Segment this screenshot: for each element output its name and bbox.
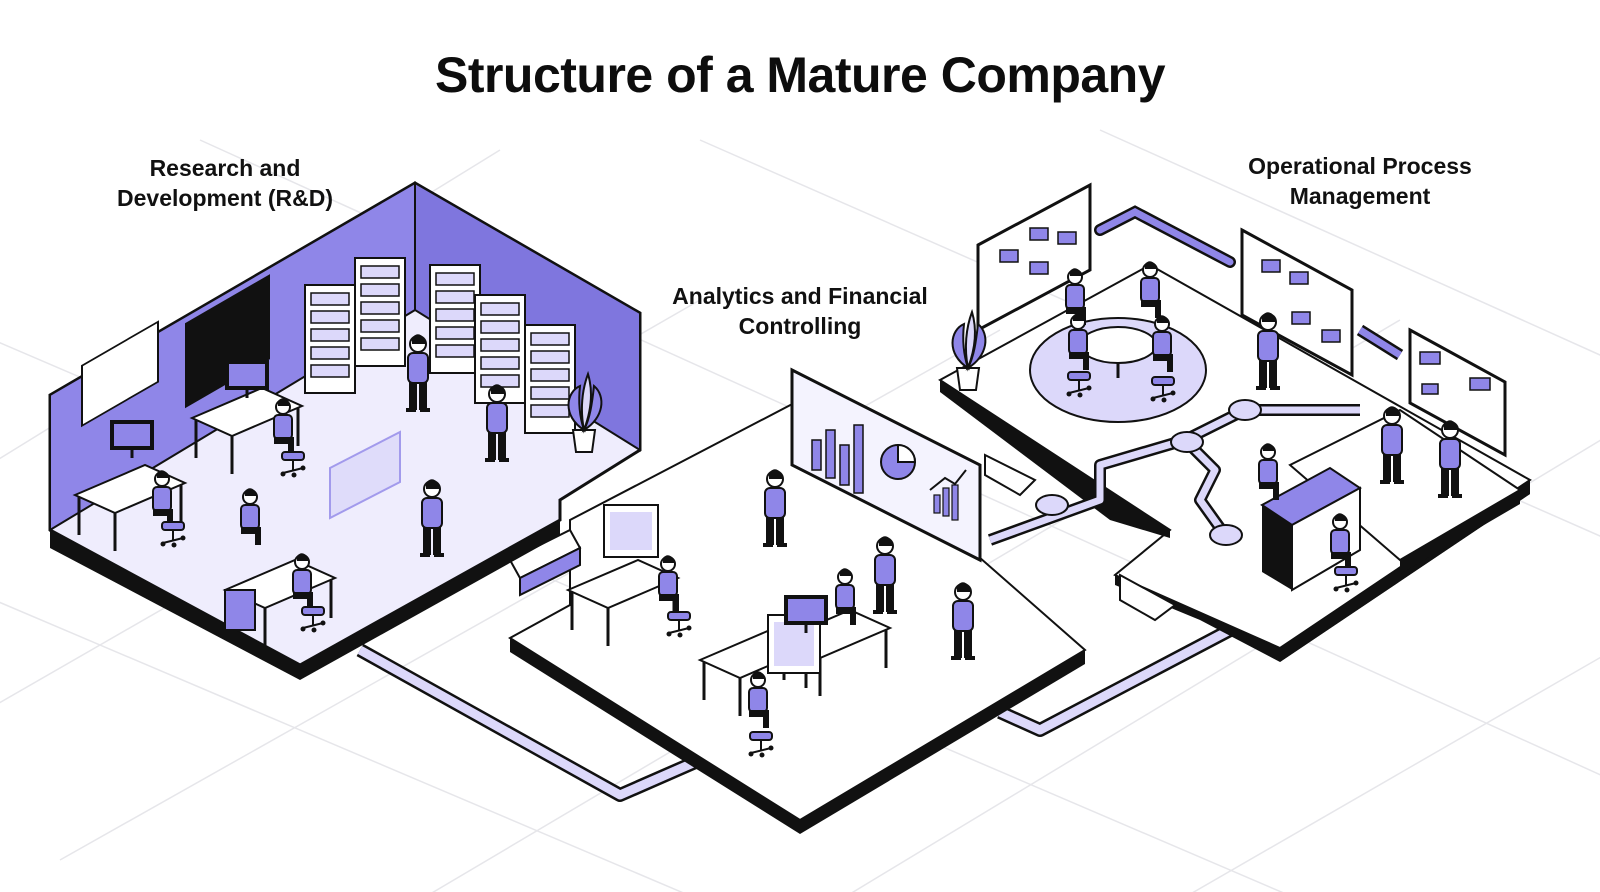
connection-paths — [356, 623, 1234, 802]
pie-chart-icon — [880, 443, 917, 480]
zone-label-operations-line2: Management — [1289, 183, 1431, 209]
trend-chart-icon — [929, 469, 967, 521]
zone-label-analytics-line2: Controlling — [738, 313, 862, 339]
zone-label-analytics: Analytics and Financial Controlling — [630, 281, 970, 341]
zone-label-operations-line1: Operational Process — [1248, 153, 1472, 179]
zone-label-operations: Operational Process Management — [1205, 151, 1515, 211]
zone-label-rd: Research and Development (R&D) — [80, 153, 370, 213]
rd-room — [48, 181, 642, 680]
zone-label-rd-line2: Development (R&D) — [117, 185, 333, 211]
operations-content — [951, 182, 1507, 594]
bar-chart-icon — [811, 424, 864, 494]
zone-label-analytics-line1: Analytics and Financial — [672, 283, 928, 309]
page-title: Structure of a Mature Company — [434, 47, 1166, 103]
analytics-content — [566, 367, 982, 759]
zone-label-rd-line1: Research and — [149, 155, 301, 181]
